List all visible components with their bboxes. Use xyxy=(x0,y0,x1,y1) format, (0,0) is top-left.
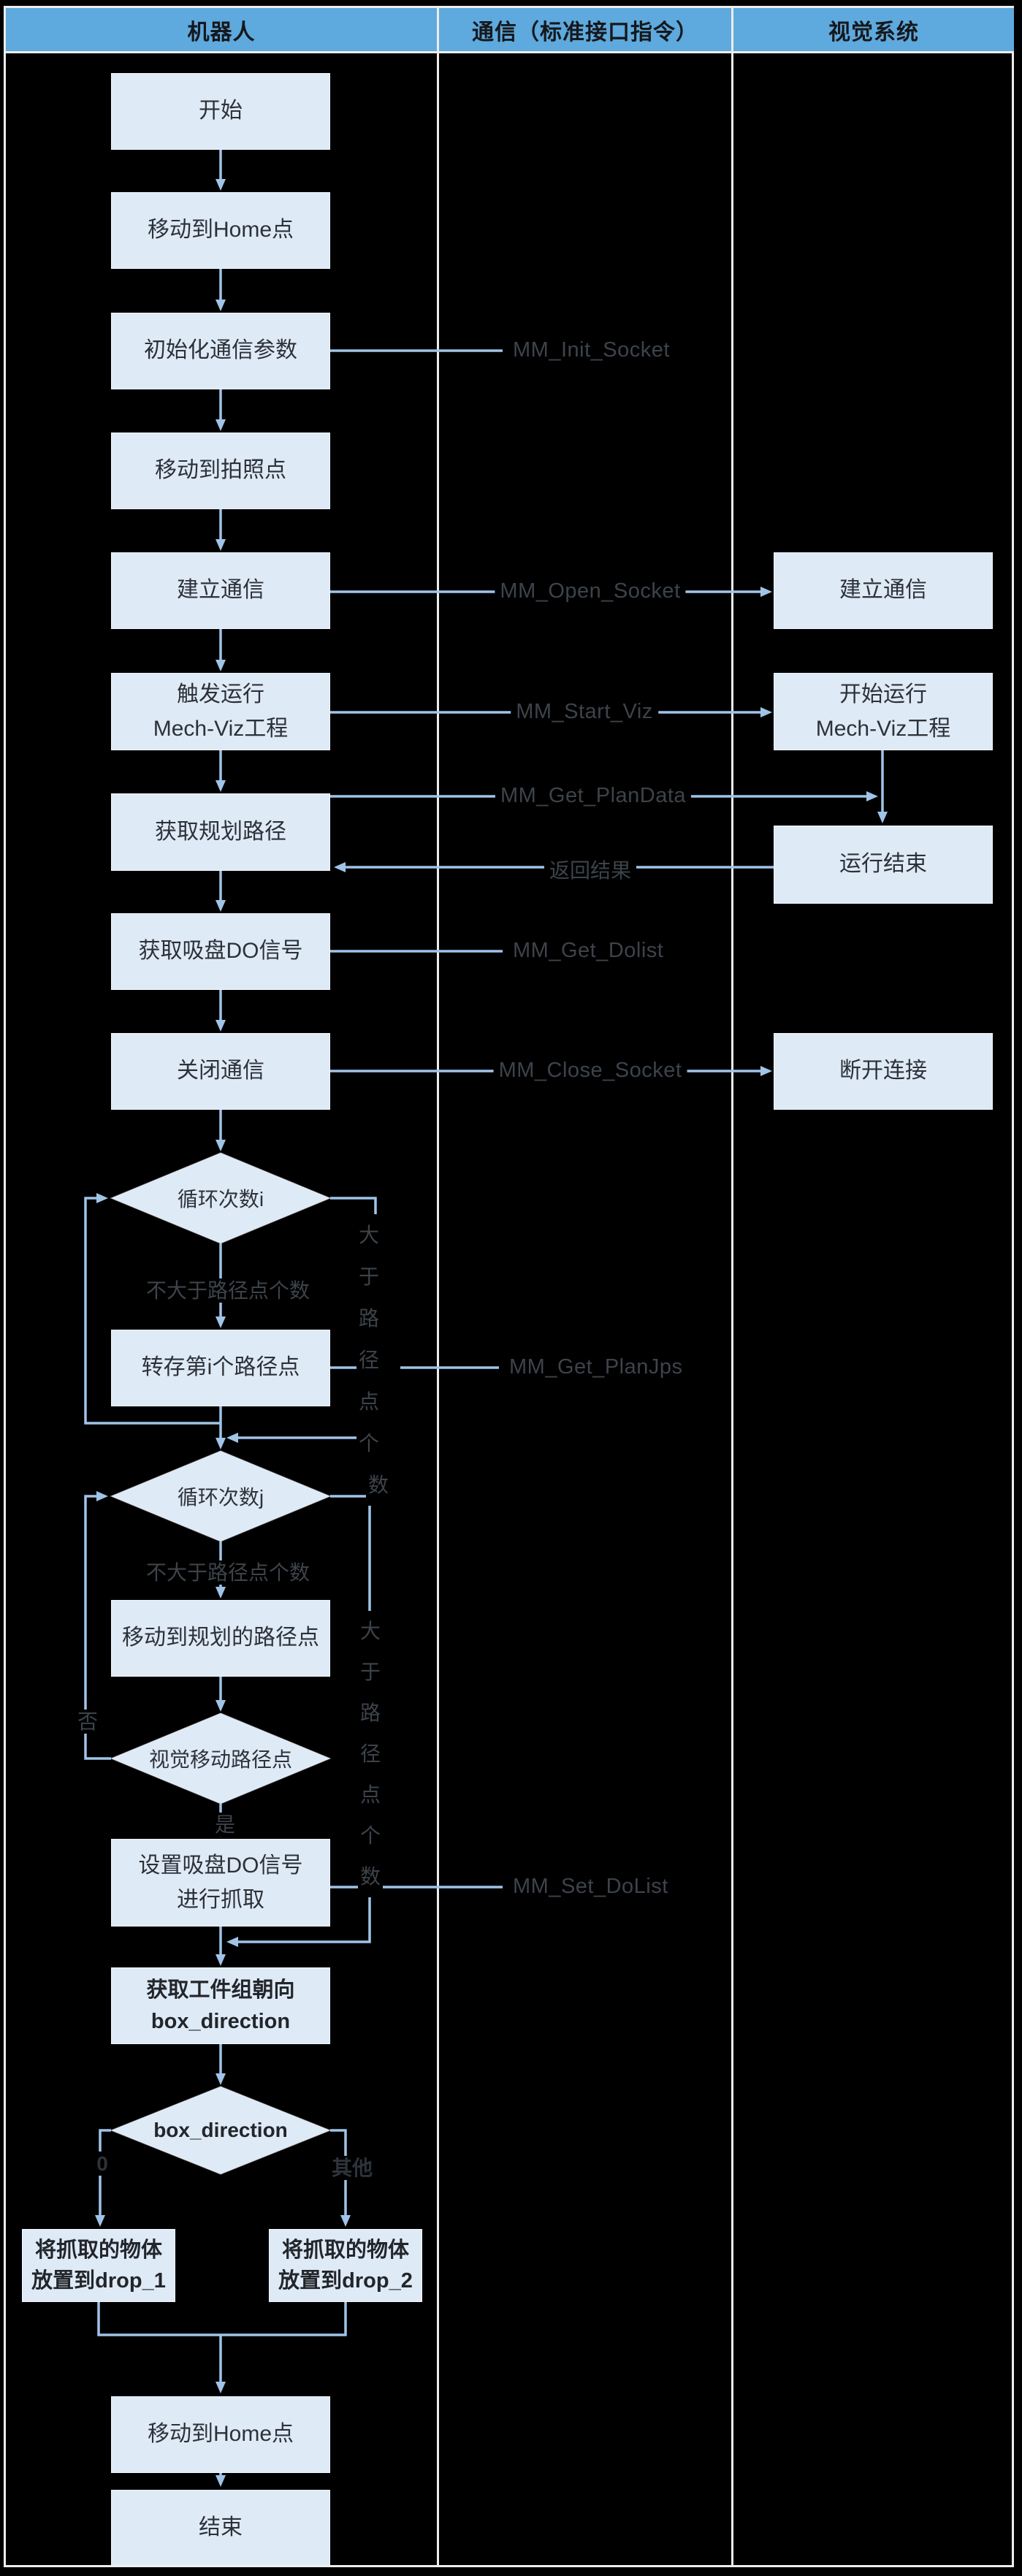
node-vision-disconnect: 断开连接 xyxy=(774,1033,993,1110)
lane-header-vision: 视觉系统 xyxy=(733,8,1014,51)
node-start-label: 开始 xyxy=(199,99,243,123)
loop-j-text: 循环次数j xyxy=(177,1486,264,1509)
node-set-do: 设置吸盘DO信号 进行抓取 xyxy=(111,1839,330,1927)
comm-label-mm-set-dolist: MM_Set_DoList xyxy=(508,1874,674,1899)
node-move-planned-label: 移动到规划的路径点 xyxy=(122,1626,319,1650)
diamond-loop-j-label: 循环次数j xyxy=(111,1451,330,1542)
node-move-home-2-label: 移动到Home点 xyxy=(147,2422,294,2447)
node-drop-1-line2: 放置到drop_1 xyxy=(31,2269,166,2293)
lane-header-robot-label: 机器人 xyxy=(187,20,256,45)
comm-label-mm-init-socket: MM_Init_Socket xyxy=(508,338,675,362)
node-vision-start-viz: 开始运行 Mech-Viz工程 xyxy=(774,673,993,750)
node-set-do-line1: 设置吸盘DO信号 xyxy=(138,1853,303,1878)
node-vision-open-comm: 建立通信 xyxy=(774,552,993,629)
box-direction-text: box_direction xyxy=(153,2119,288,2141)
node-drop-2: 将抓取的物体 放置到drop_2 xyxy=(269,2229,422,2302)
node-move-photo-label: 移动到拍照点 xyxy=(155,458,286,483)
node-move-home-1-label: 移动到Home点 xyxy=(147,218,294,243)
branch-label-yes: 是 xyxy=(209,1809,241,1838)
node-move-planned: 移动到规划的路径点 xyxy=(111,1600,330,1677)
connector-branch-drop1 xyxy=(95,2129,111,2227)
comm-label-mm-start-viz: MM_Start_Viz xyxy=(511,699,658,724)
connector-drops-merge xyxy=(97,2302,347,2336)
node-trigger-viz-line1: 触发运行 xyxy=(177,682,264,706)
diamond-box-direction xyxy=(109,2086,332,2175)
node-trigger-viz-line2: Mech-Viz工程 xyxy=(153,717,289,741)
node-vision-start-viz-line2: Mech-Viz工程 xyxy=(815,717,951,741)
branch-label-not-greater-i: 不大于路径点个数 xyxy=(140,1275,316,1304)
node-close-comm: 关闭通信 xyxy=(111,1033,330,1110)
branch-label-no: 否 xyxy=(72,1706,104,1735)
node-set-do-line2: 进行抓取 xyxy=(177,1888,264,1912)
lane-header-robot: 机器人 xyxy=(6,8,437,51)
diamond-loop-i-label: 循环次数i xyxy=(111,1153,330,1243)
vision-move-text: 视觉移动路径点 xyxy=(148,1748,292,1771)
node-end: 结束 xyxy=(111,2490,330,2566)
node-open-comm: 建立通信 xyxy=(111,552,330,629)
node-get-do: 获取吸盘DO信号 xyxy=(111,913,330,990)
node-init-comm: 初始化通信参数 xyxy=(111,313,330,389)
node-end-label: 结束 xyxy=(199,2515,243,2539)
node-get-path: 获取规划路径 xyxy=(111,793,330,871)
node-move-photo: 移动到拍照点 xyxy=(111,432,330,509)
connector-branch-drop2 xyxy=(330,2129,351,2227)
diamond-box-direction-label: box_direction xyxy=(111,2087,330,2174)
node-get-orient-line1: 获取工件组朝向 xyxy=(146,1978,295,2003)
node-vision-disconnect-label: 断开连接 xyxy=(839,1059,927,1083)
lane-header-comm-label: 通信（标准接口指令） xyxy=(472,20,698,45)
comm-label-mm-open-socket: MM_Open_Socket xyxy=(495,579,686,603)
node-get-do-label: 获取吸盘DO信号 xyxy=(138,939,303,964)
comm-label-return-result: 返回结果 xyxy=(544,855,637,884)
node-get-orient-line2: box_direction xyxy=(150,2009,291,2033)
node-close-comm-label: 关闭通信 xyxy=(177,1059,264,1083)
lane-header-vision-label: 视觉系统 xyxy=(828,20,919,45)
connector-loopj-back xyxy=(84,1491,111,1760)
branch-label-greater-i: 大于 路径 点个 数 xyxy=(356,1214,400,1506)
diamond-vision-move xyxy=(110,1712,332,1805)
column-divider-1 xyxy=(437,6,439,2567)
branch-label-other: 其他 xyxy=(326,2152,378,2181)
lane-header-comm: 通信（标准接口指令） xyxy=(439,8,731,51)
header-separator xyxy=(4,51,1014,53)
branch-label-not-greater-j: 不大于路径点个数 xyxy=(140,1557,316,1586)
node-drop-1: 将抓取的物体 放置到drop_1 xyxy=(22,2229,175,2302)
branch-label-greater-j: 大 于 路 径 点 个 数 xyxy=(357,1611,384,1897)
connector-loopi-back xyxy=(84,1193,221,1425)
node-drop-2-line1: 将抓取的物体 xyxy=(281,2238,409,2262)
column-divider-2 xyxy=(731,6,733,2567)
node-drop-2-line2: 放置到drop_2 xyxy=(278,2269,413,2293)
comm-label-mm-get-planjps: MM_Get_PlanJps xyxy=(504,1354,688,1379)
node-vision-run-end: 运行结束 xyxy=(774,826,993,904)
node-drop-1-line1: 将抓取的物体 xyxy=(34,2238,162,2262)
diamond-loop-j xyxy=(110,1450,332,1542)
node-vision-start-viz-line1: 开始运行 xyxy=(839,682,927,706)
loop-i-text: 循环次数i xyxy=(177,1188,264,1211)
node-save-point: 转存第i个路径点 xyxy=(111,1330,330,1406)
diamond-loop-i xyxy=(110,1152,332,1244)
node-move-home-1: 移动到Home点 xyxy=(111,192,330,269)
node-save-point-label: 转存第i个路径点 xyxy=(141,1355,300,1380)
node-vision-run-end-label: 运行结束 xyxy=(839,852,927,877)
comm-label-mm-get-dolist: MM_Get_Dolist xyxy=(508,938,669,963)
comm-label-mm-close-socket: MM_Close_Socket xyxy=(493,1058,687,1083)
node-init-comm-label: 初始化通信参数 xyxy=(144,338,297,363)
branch-label-zero: 0 xyxy=(91,2152,113,2176)
node-trigger-viz: 触发运行 Mech-Viz工程 xyxy=(111,673,330,750)
node-start: 开始 xyxy=(111,73,330,150)
node-get-orient: 获取工件组朝向 box_direction xyxy=(111,1967,330,2044)
node-open-comm-label: 建立通信 xyxy=(177,578,264,603)
comm-label-mm-get-plandata: MM_Get_PlanData xyxy=(495,783,692,808)
node-get-path-label: 获取规划路径 xyxy=(155,819,286,844)
diamond-vision-move-label: 视觉移动路径点 xyxy=(111,1713,330,1804)
node-vision-open-comm-label: 建立通信 xyxy=(839,578,927,603)
node-move-home-2: 移动到Home点 xyxy=(111,2396,330,2473)
outer-frame xyxy=(4,6,1014,2567)
